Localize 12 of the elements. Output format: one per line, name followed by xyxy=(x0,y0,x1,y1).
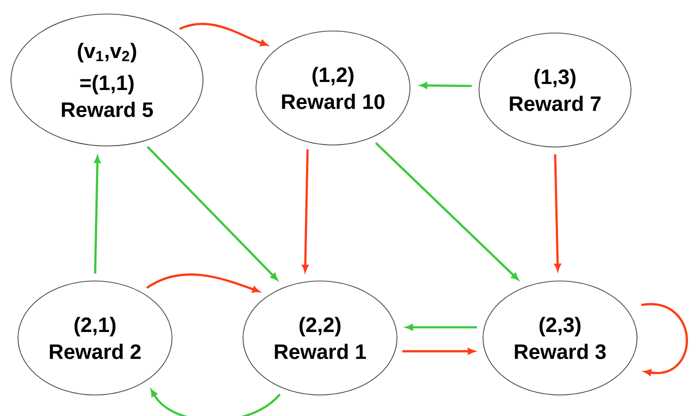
arrow xyxy=(146,146,278,280)
arrow xyxy=(94,156,101,274)
arrow xyxy=(375,142,519,280)
arrow xyxy=(406,324,477,330)
arrow xyxy=(402,348,475,354)
arrow xyxy=(146,273,260,293)
arrow xyxy=(420,82,472,89)
arrow xyxy=(554,154,561,271)
arrow xyxy=(150,389,281,416)
arrow xyxy=(179,22,268,46)
arrow xyxy=(641,303,688,376)
arrow xyxy=(302,149,309,272)
